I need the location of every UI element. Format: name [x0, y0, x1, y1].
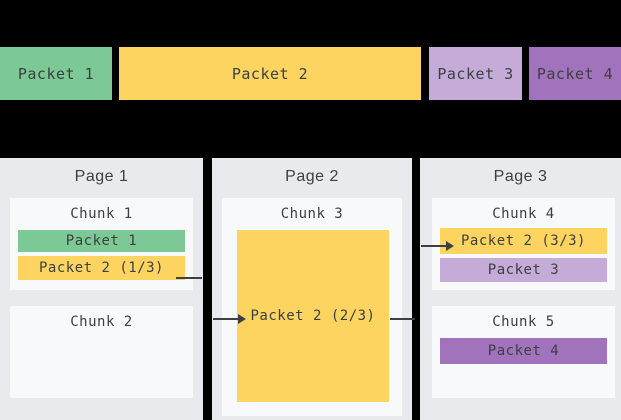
packet-fragment: Packet 2 (3/3) [440, 228, 607, 254]
page-title: Page 1 [74, 168, 129, 185]
chunk-box: Chunk 1 Packet 1 Packet 2 (1/3) [10, 198, 193, 290]
arrow-head-icon [238, 314, 246, 324]
connector-line [213, 318, 238, 320]
chunk-box: Chunk 2 [10, 306, 193, 398]
packet-fragment: Packet 1 [18, 230, 185, 252]
chunk-title: Chunk 4 [492, 206, 555, 222]
packet-fragment: Packet 2 (2/3) [237, 230, 389, 402]
page-title: Page 3 [493, 168, 548, 185]
packet-fragment: Packet 2 (1/3) [18, 256, 185, 280]
connector-line [176, 277, 202, 279]
connector-line [421, 245, 446, 247]
chunk-title: Chunk 1 [70, 206, 133, 222]
chunk-box: Chunk 5 Packet 4 [432, 306, 615, 398]
packet-fragment: Packet 3 [440, 258, 607, 282]
arrow-head-icon [446, 241, 454, 251]
page-panel: Page 2 Chunk 3 Packet 2 (2/3) [212, 158, 412, 420]
stream-packet: Packet 3 [429, 47, 522, 100]
stream-packet: Packet 2 [119, 47, 421, 100]
chunk-box: Chunk 3 Packet 2 (2/3) [222, 198, 402, 416]
chunk-title: Chunk 2 [70, 314, 133, 330]
connector-line [390, 318, 415, 320]
stream-packet: Packet 4 [529, 47, 621, 100]
chunk-box: Chunk 4 Packet 2 (3/3) Packet 3 [432, 198, 615, 290]
chunk-title: Chunk 3 [280, 206, 344, 222]
stream-packet: Packet 1 [0, 47, 112, 100]
page-title: Page 2 [285, 168, 339, 185]
chunk-title: Chunk 5 [492, 314, 555, 330]
packet-fragment: Packet 4 [440, 338, 607, 364]
